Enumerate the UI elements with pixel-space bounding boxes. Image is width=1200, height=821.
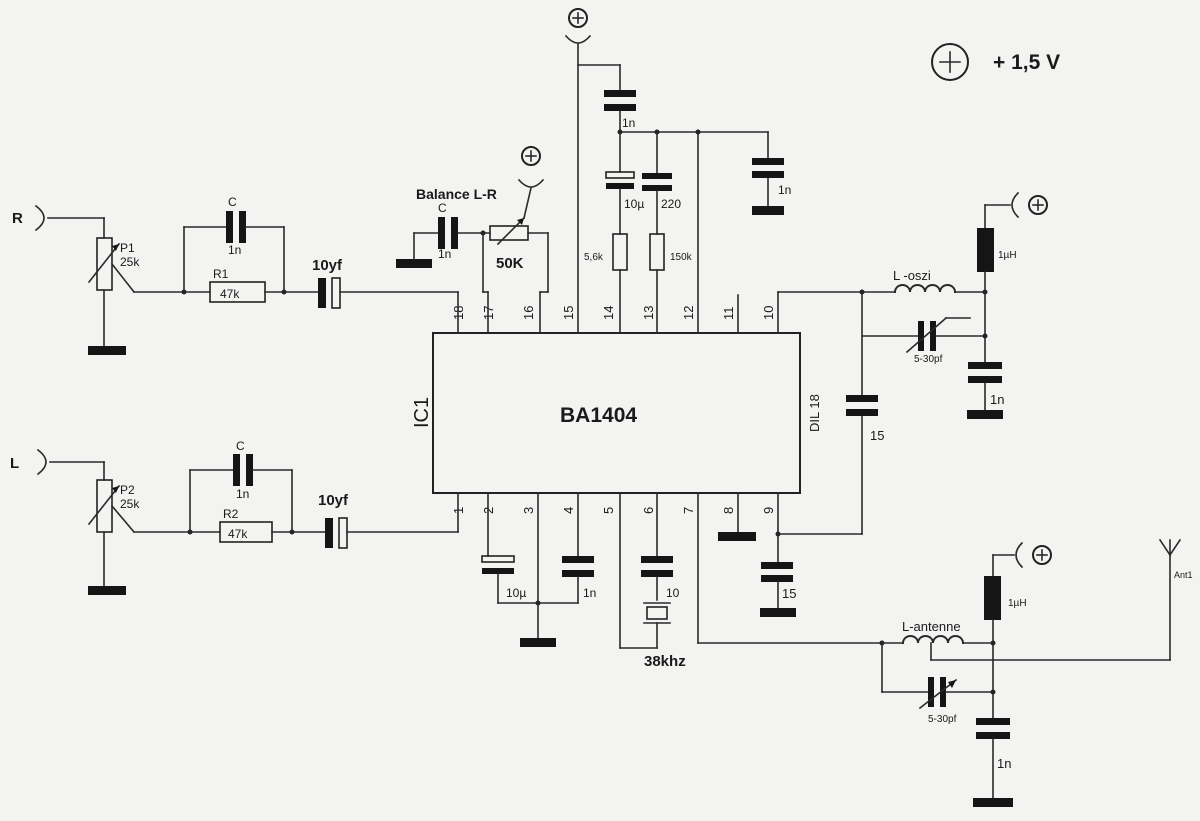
input-r-label: R	[12, 210, 23, 227]
vcc-balance-icon	[521, 146, 541, 166]
osc-cap15b-value: 15	[782, 586, 796, 601]
ic-pin-13: 13	[641, 306, 656, 320]
balance-title: Balance L-R	[416, 186, 497, 202]
osc-choke-value: 1µH	[998, 250, 1017, 261]
balance-cap-ref: C	[438, 201, 447, 215]
coupling-right-value: 10yf	[312, 257, 343, 274]
supply-voltage-label: + 1,5 V	[993, 51, 1060, 74]
ic1: BA1404 IC1 DIL 18	[411, 332, 822, 494]
ic-pin-10: 10	[761, 306, 776, 320]
r1-ref: R1	[213, 267, 229, 281]
antenna-section: 1µH L-antenne Ant1 5-30pf 1n	[879, 538, 1193, 807]
c-left-ref: C	[236, 439, 245, 453]
top-elec-value: 10µ	[624, 197, 644, 211]
ic-pin-12: 12	[681, 306, 696, 320]
r2-value: 47k	[228, 527, 248, 541]
top-section: 1n 1n 10µ 5,6k 220 150k	[564, 8, 791, 334]
osc-trimmer-value: 5-30pf	[914, 354, 943, 365]
osc-coil-label: L -oszi	[893, 268, 931, 283]
ant-cap-value: 1n	[997, 756, 1011, 771]
ic-ref: IC1	[411, 397, 433, 428]
ic-pin-7: 7	[681, 507, 696, 514]
ic-pin-5: 5	[601, 507, 616, 514]
c-right-value: 1n	[228, 243, 241, 257]
ic-pin-6: 6	[641, 507, 656, 514]
osc-cap-value: 1n	[990, 392, 1004, 407]
c-left-value: 1n	[236, 487, 249, 501]
bottom-section: 10µ 1n 10 38khz	[481, 492, 883, 670]
ant-coil-label: L-antenne	[902, 619, 961, 634]
ic-package: DIL 18	[807, 394, 822, 432]
ic-pin-4: 4	[561, 507, 576, 514]
c-right-ref: C	[228, 195, 237, 209]
top-res2-value: 150k	[670, 252, 693, 263]
supply-symbol-icon	[931, 43, 969, 81]
ic-pin-9: 9	[761, 507, 776, 514]
ic-body	[432, 332, 801, 494]
p1-ref: P1	[120, 241, 135, 255]
p2-ref: P2	[120, 483, 135, 497]
input-l-label: L	[10, 455, 19, 472]
p2-value: 25k	[120, 497, 140, 511]
crystal-label: 38khz	[644, 653, 686, 670]
ic-pin-16: 16	[521, 306, 536, 320]
ant-choke-value: 1µH	[1008, 598, 1027, 609]
vcc-ant-icon	[1032, 545, 1052, 565]
balance-section: Balance L-R C 1n 50K	[396, 146, 549, 334]
vcc-top-icon	[568, 8, 588, 28]
r2-ref: R2	[223, 507, 239, 521]
p1-value: 25k	[120, 255, 140, 269]
ic-pin-8: 8	[721, 507, 736, 514]
top-cap220-value: 220	[661, 197, 681, 211]
right-channel: R P1 25k 47k R1 C 1n 10yf	[12, 195, 459, 355]
top-cap1-value: 1n	[622, 116, 635, 130]
coupling-left-value: 10yf	[318, 492, 349, 509]
top-res1-value: 5,6k	[584, 252, 604, 263]
ic-pin-3: 3	[521, 507, 536, 514]
ic-name: BA1404	[560, 404, 637, 427]
balance-pot-value: 50K	[496, 255, 524, 272]
bottom-cap1n-value: 1n	[583, 586, 596, 600]
bottom-elec-value: 10µ	[506, 586, 526, 600]
ic-pin-11: 11	[721, 307, 736, 321]
oscillator-section: L -oszi 1µH 5-30pf 1n 15	[777, 191, 1048, 535]
vcc-osc-icon	[1028, 195, 1048, 215]
ic-pin-14: 14	[601, 306, 616, 320]
top-cap2-value: 1n	[778, 183, 791, 197]
antenna-ref: Ant1	[1174, 570, 1193, 580]
ic-pin-15: 15	[561, 306, 576, 320]
bottom-cap10-value: 10	[666, 586, 680, 600]
left-channel: L P2 25k 47k R2 C 1n 10yf	[10, 439, 459, 595]
ant-trimmer-value: 5-30pf	[928, 714, 957, 725]
balance-cap-value: 1n	[438, 247, 451, 261]
antenna-icon	[1158, 538, 1182, 557]
osc-cap15a-value: 15	[870, 428, 884, 443]
supply-legend: + 1,5 V	[931, 43, 1060, 81]
r1-value: 47k	[220, 287, 240, 301]
